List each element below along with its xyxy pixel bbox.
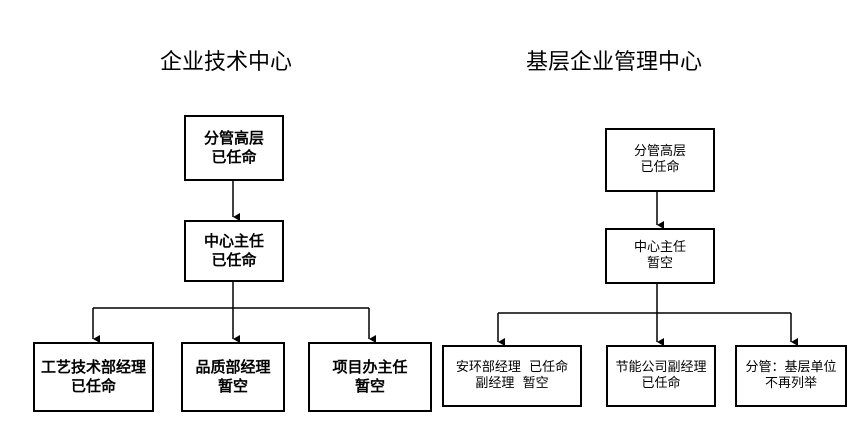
left-diagram-title: 企业技术中心: [160, 50, 293, 75]
left-child-3-role: 项目办主任: [332, 358, 408, 377]
right-mid-role: 中心主任: [633, 239, 686, 255]
right-top-role: 分管高层: [633, 143, 686, 159]
left-child-2-status: 暂空: [217, 377, 248, 395]
left-mid-status: 已任命: [211, 251, 257, 269]
right-child-3-status: 不再列举: [764, 376, 817, 391]
right-top-box: 分管高层 已任命: [605, 128, 715, 192]
right-mid-box: 中心主任 暂空: [605, 228, 715, 284]
right-child-1-status: 副经理 暂空: [475, 376, 549, 391]
right-child-2-status: 已任命: [641, 376, 681, 391]
right-child-box-1: 安环部经理 已任命 副经理 暂空: [442, 345, 582, 407]
right-mid-status: 暂空: [646, 256, 673, 271]
right-child-box-3: 分管：基层单位 不再列举: [735, 345, 847, 407]
left-child-box-2: 品质部经理 暂空: [181, 342, 285, 412]
left-child-1-role: 工艺技术部经理: [40, 358, 146, 377]
right-child-box-2: 节能公司副经理 已任命: [606, 345, 716, 407]
left-top-box: 分管高层 已任命: [184, 115, 284, 181]
right-child-1-role: 安环部经理 已任命: [455, 359, 569, 375]
left-child-1-status: 已任命: [70, 377, 116, 395]
right-child-2-role: 节能公司副经理: [615, 359, 707, 375]
left-mid-box: 中心主任 已任命: [184, 220, 284, 282]
left-child-box-3: 项目办主任 暂空: [308, 342, 432, 412]
left-child-3-status: 暂空: [354, 377, 385, 395]
right-diagram-title: 基层企业管理中心: [526, 50, 703, 75]
left-mid-role: 中心主任: [203, 232, 264, 251]
right-child-3-role: 分管：基层单位: [745, 359, 837, 375]
right-top-status: 已任命: [640, 160, 680, 175]
left-child-box-1: 工艺技术部经理 已任命: [33, 342, 154, 412]
left-child-2-role: 品质部经理: [195, 358, 271, 377]
left-top-status: 已任命: [211, 148, 257, 166]
left-top-role: 分管高层: [203, 129, 264, 148]
